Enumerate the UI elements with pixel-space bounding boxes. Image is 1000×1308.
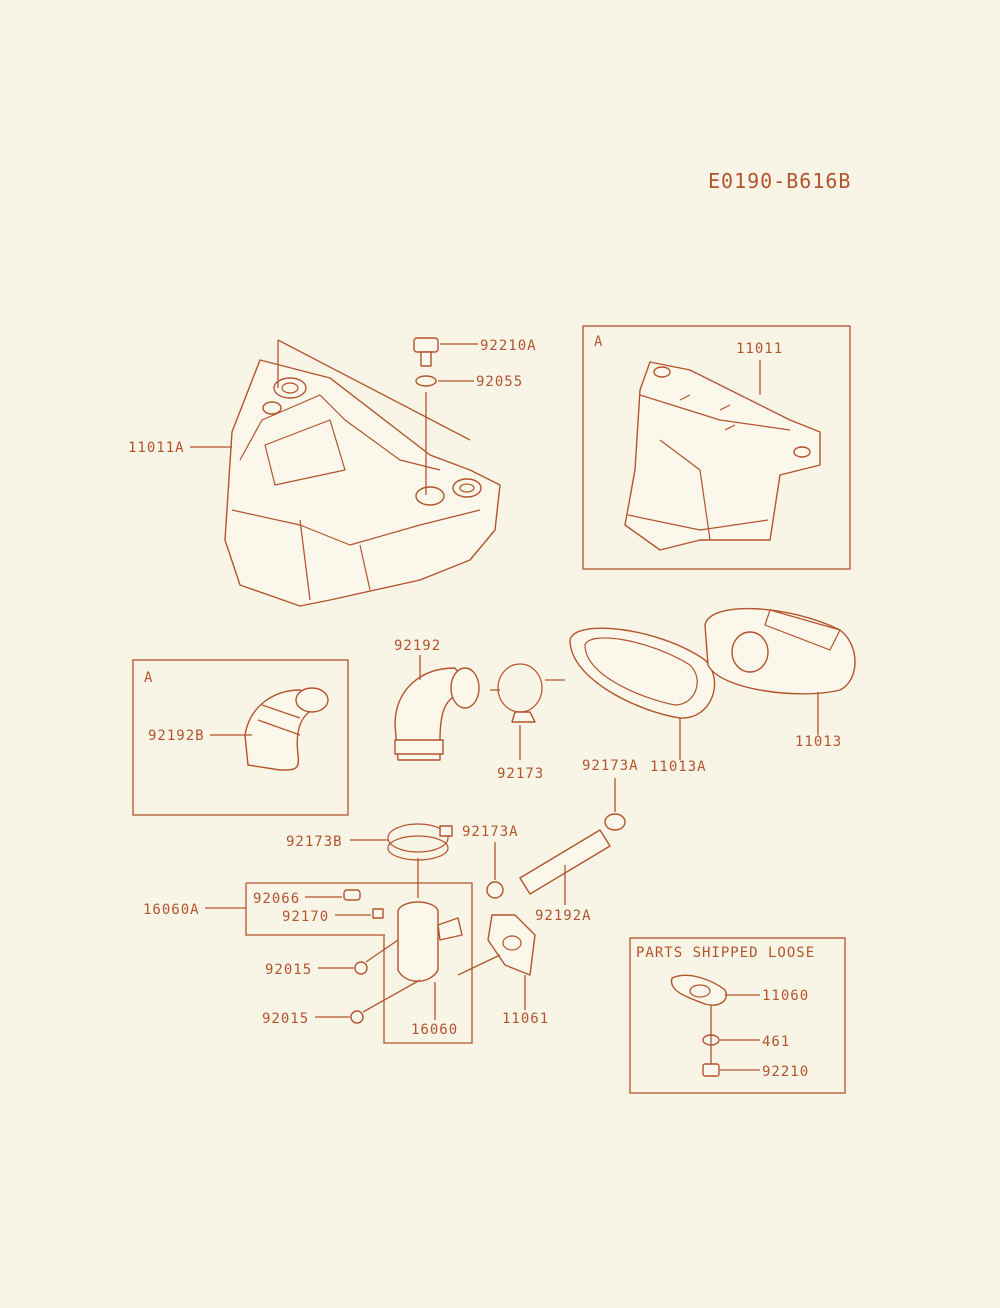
air-cleaner-cover-11011[interactable] bbox=[624, 361, 821, 551]
gasket-11061[interactable] bbox=[487, 914, 536, 976]
nut-92210[interactable] bbox=[702, 1063, 720, 1077]
hose-clamp-92173B[interactable] bbox=[387, 823, 453, 861]
wing-bolt-92210A[interactable] bbox=[413, 337, 439, 367]
label-11013: 11013 bbox=[795, 734, 842, 750]
label-16060A: 16060A bbox=[143, 902, 200, 918]
label-11061: 11061 bbox=[502, 1011, 549, 1027]
label-11013A: 11013A bbox=[650, 759, 707, 775]
washer-92055[interactable] bbox=[415, 375, 437, 387]
label-92173: 92173 bbox=[497, 766, 544, 782]
label-92055: 92055 bbox=[476, 374, 523, 390]
label-92210A: 92210A bbox=[480, 338, 537, 354]
label-92192A: 92192A bbox=[535, 908, 592, 924]
label-11060: 11060 bbox=[762, 988, 809, 1004]
air-cleaner-cover-11011A[interactable] bbox=[224, 359, 501, 607]
label-16060: 16060 bbox=[411, 1022, 458, 1038]
inset-box-a-cover-label: A bbox=[594, 334, 603, 350]
pipe-92066[interactable] bbox=[343, 889, 361, 901]
label-461: 461 bbox=[762, 1034, 790, 1050]
label-92066: 92066 bbox=[253, 891, 300, 907]
nut-92015-lower[interactable] bbox=[350, 1010, 364, 1024]
hose-92192A[interactable] bbox=[519, 829, 611, 895]
label-92173A-upper: 92173A bbox=[582, 758, 639, 774]
hose-clamp-92173A-upper[interactable] bbox=[604, 813, 626, 831]
nut-92015-upper[interactable] bbox=[354, 961, 368, 975]
label-92192B: 92192B bbox=[148, 728, 205, 744]
label-11011: 11011 bbox=[736, 341, 783, 357]
label-92015-lower: 92015 bbox=[262, 1011, 309, 1027]
joint-16060[interactable] bbox=[397, 901, 463, 982]
inner-element-11013A[interactable] bbox=[569, 627, 716, 719]
inset-box-a-cover bbox=[582, 325, 851, 570]
label-92210: 92210 bbox=[762, 1064, 809, 1080]
parts-shipped-loose-box bbox=[629, 937, 846, 1094]
label-11011A: 11011A bbox=[128, 440, 185, 456]
inset-box-a-elbow bbox=[132, 659, 349, 816]
cap-92170[interactable] bbox=[372, 908, 384, 919]
gasket-11060[interactable] bbox=[670, 974, 727, 1006]
label-92170: 92170 bbox=[282, 909, 329, 925]
parts-shipped-loose-title: PARTS SHIPPED LOOSE bbox=[636, 945, 815, 961]
hose-clamp-92173A-lower[interactable] bbox=[486, 881, 504, 899]
hose-clamp-92173[interactable] bbox=[497, 663, 543, 723]
diagram-code: E0190-B616B bbox=[708, 169, 851, 193]
elbow-pipe-92192B[interactable] bbox=[244, 687, 329, 771]
elbow-pipe-92192[interactable] bbox=[394, 667, 480, 761]
element-11013[interactable] bbox=[704, 607, 856, 695]
label-92173B: 92173B bbox=[286, 834, 343, 850]
inset-box-a-elbow-label: A bbox=[144, 670, 153, 686]
label-92173A-lower: 92173A bbox=[462, 824, 519, 840]
label-92015-upper: 92015 bbox=[265, 962, 312, 978]
label-92192: 92192 bbox=[394, 638, 441, 654]
